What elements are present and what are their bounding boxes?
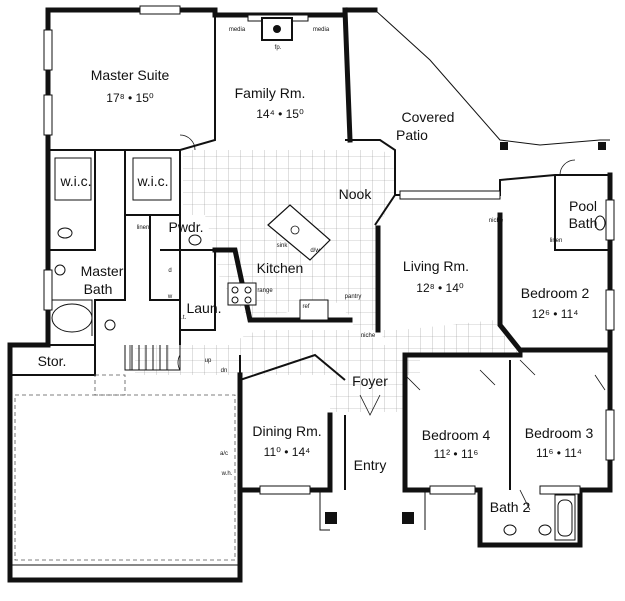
range-label: range	[257, 288, 273, 294]
master-suite-dim: 17⁸ • 15⁰	[106, 91, 154, 105]
living-room-label: Living Rm.	[403, 258, 469, 274]
linen-left-label: linen	[137, 225, 150, 231]
washer-label: w	[167, 294, 173, 300]
laundry-label: Laun.	[186, 300, 221, 316]
laundry-tub-label: l.t.	[180, 315, 187, 321]
dining-room-label: Dining Rm.	[252, 423, 321, 439]
sink-label: sink	[277, 243, 289, 249]
bedroom2-dim: 12⁶ • 11⁴	[532, 307, 579, 321]
linen-right-label: linen	[550, 238, 563, 244]
niche-bottom-label: niche	[361, 333, 376, 339]
bath2-tub-icon	[554, 494, 576, 541]
pantry-label: pantry	[345, 294, 362, 300]
foyer-label: Foyer	[352, 373, 388, 389]
ac-label: a/c	[220, 451, 228, 457]
media-right-label: media	[313, 27, 330, 33]
garage-outline	[10, 374, 240, 566]
family-room-label: Family Rm.	[235, 85, 306, 101]
pool-bath-label-2: Bath	[569, 215, 598, 231]
covered-patio-label-2: Patio	[396, 127, 428, 143]
patio-outline	[319, 9, 610, 531]
bath2-label: Bath 2	[490, 499, 531, 515]
pool-bath-label: Pool	[569, 198, 597, 214]
dryer-label: d	[168, 268, 171, 274]
media-left-label: media	[229, 27, 246, 33]
dining-room-dim: 11⁰ • 14⁴	[264, 445, 311, 459]
pwdr-label: Pwdr.	[168, 219, 203, 235]
kitchen-island	[267, 204, 331, 261]
niche-top-label: niche	[489, 218, 504, 224]
bath-fixtures	[54, 215, 606, 536]
storage-label: Stor.	[38, 353, 67, 369]
master-suite-label: Master Suite	[91, 67, 170, 83]
kitchen-label: Kitchen	[257, 260, 304, 276]
refrigerator-label: ref	[302, 304, 309, 310]
bedroom3-label: Bedroom 3	[525, 425, 594, 441]
entry-label: Entry	[354, 457, 387, 473]
stairs-up-label: up	[205, 358, 212, 364]
water-heater-label: w.h.	[221, 471, 233, 477]
fireplace-label: fp.	[275, 45, 282, 51]
bedroom2-label: Bedroom 2	[521, 285, 590, 301]
wic-shelves	[54, 157, 172, 201]
kitchen-counter	[227, 282, 329, 321]
fireplace-icon	[261, 17, 293, 41]
nook-label: Nook	[339, 186, 373, 202]
windows	[43, 5, 615, 495]
bedroom4-dim: 11² • 11⁶	[434, 447, 479, 461]
master-bath-label: Master	[81, 263, 124, 279]
room-labels: Master Suite 17⁸ • 15⁰ Family Rm. 14⁴ • …	[38, 67, 598, 515]
dishwasher-label: d/w	[310, 248, 320, 254]
bedroom3-dim: 11⁶ • 11⁴	[536, 446, 582, 460]
stairs	[124, 345, 181, 371]
covered-patio-label: Covered	[402, 109, 455, 125]
stairs-down-label: dn	[221, 368, 228, 374]
living-room-dim: 12⁸ • 14⁰	[416, 281, 464, 295]
fixture-labels: media media fp. linen linen niche niche …	[137, 27, 563, 477]
family-room-dim: 14⁴ • 15⁰	[256, 107, 304, 121]
wic-right-label: w.i.c.	[136, 173, 168, 189]
bathtub-icon	[51, 299, 93, 336]
wic-left-label: w.i.c.	[59, 173, 91, 189]
bedroom4-label: Bedroom 4	[422, 427, 491, 443]
master-bath-label-2: Bath	[84, 281, 113, 297]
